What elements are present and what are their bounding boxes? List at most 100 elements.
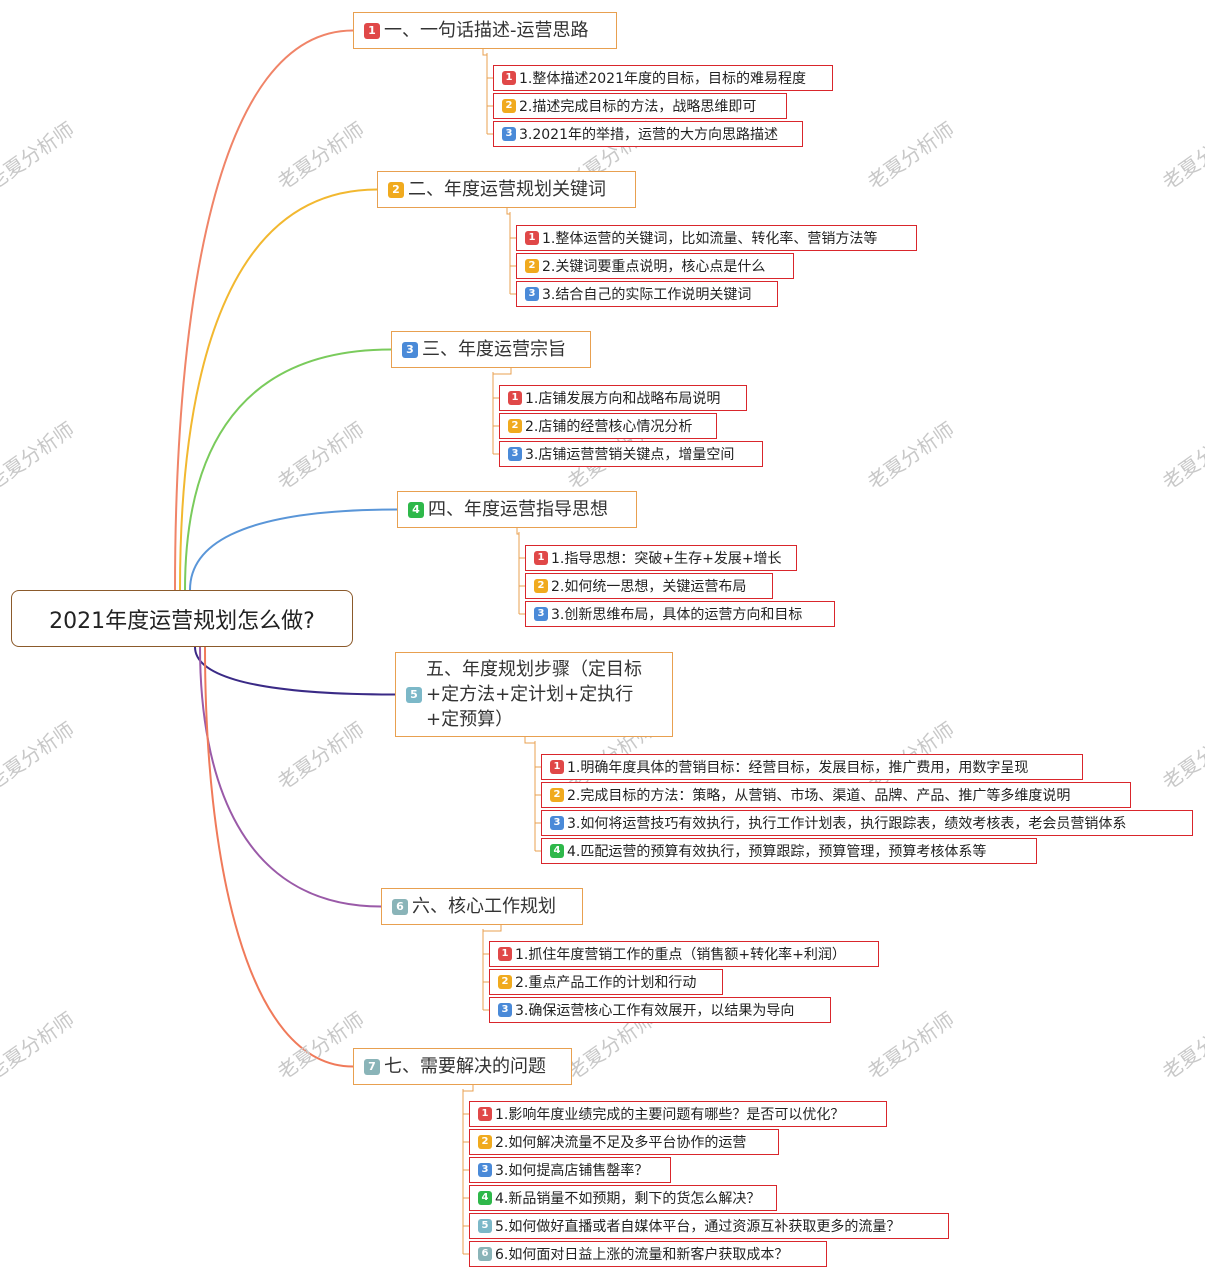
priority-badge: 1: [498, 947, 512, 961]
subtopic-label: 2.完成目标的方法：策略，从营销、市场、渠道、品牌、产品、推广等多维度说明: [567, 788, 1071, 804]
subtopic-label: 3.2021年的举措，运营的大方向思路描述: [519, 127, 778, 143]
sub-connector: [506, 208, 510, 215]
branch-connector: [194, 646, 396, 696]
priority-badge: 2: [388, 181, 404, 198]
subtopic-label: 1.影响年度业绩完成的主要问题有哪些？是否可以优化？: [495, 1107, 845, 1123]
priority-badge: 4: [408, 501, 424, 518]
priority-badge: 2: [502, 99, 516, 113]
subtopic-label: 1.指导思想：突破+生存+发展+增长: [551, 551, 782, 567]
priority-badge: 2: [534, 579, 548, 593]
central-topic[interactable]: 2021年度运营规划怎么做?: [11, 590, 353, 647]
sub-connector: [483, 925, 502, 932]
branch-connector: [204, 646, 354, 1068]
subtopic-label: 6.如何面对日益上涨的流量和新客户获取成本？: [495, 1247, 789, 1263]
subtopic-label: 3.店铺运营营销关键点，增量空间: [525, 447, 735, 463]
subtopic-label: 2.如何解决流量不足及多平台协作的运营: [495, 1135, 747, 1151]
subtopic-label: 1.抓住年度营销工作的重点（销售额+转化率+利润）: [515, 947, 846, 963]
branch-connector: [199, 646, 382, 908]
priority-badge: 3: [508, 447, 522, 461]
priority-badge: 3: [498, 1003, 512, 1017]
topic-label: 一、一句话描述-运营思路: [384, 20, 589, 41]
subtopic-label: 3.确保运营核心工作有效展开，以结果为导向: [515, 1003, 795, 1019]
branch-connector: [184, 348, 392, 591]
sub-connector: [493, 368, 512, 375]
priority-badge: 2: [508, 419, 522, 433]
topic-label: 五、年度规划步骤（定目标+定方法+定计划+定执行+定预算）: [426, 659, 642, 730]
subtopic-label: 1.店铺发展方向和战略布局说明: [525, 391, 721, 407]
subtopic-label: 3.创新思维布局，具体的运营方向和目标: [551, 607, 803, 623]
topic-label: 四、年度运营指导思想: [428, 499, 608, 520]
subtopic-label: 2.描述完成目标的方法，战略思维即可: [519, 99, 757, 115]
sub-connector: [524, 737, 535, 744]
branch-connector: [189, 508, 398, 591]
priority-badge: 1: [478, 1107, 492, 1121]
sub-connector: [463, 1085, 474, 1092]
subtopic-label: 3.结合自己的实际工作说明关键词: [542, 287, 752, 303]
topic-label: 七、需要解决的问题: [384, 1056, 546, 1077]
subtopic-label: 2.如何统一思想，关键运营布局: [551, 579, 747, 595]
subtopic-label: 1.明确年度具体的营销目标：经营目标，发展目标，推广费用，用数字呈现: [567, 760, 1029, 776]
priority-badge: 5: [406, 686, 422, 703]
priority-badge: 3: [525, 287, 539, 301]
subtopic-label: 2.关键词要重点说明，核心点是什么: [542, 259, 766, 275]
topic-label: 三、年度运营宗旨: [422, 339, 566, 360]
priority-badge: 3: [402, 341, 418, 358]
priority-badge: 2: [478, 1135, 492, 1149]
subtopic-label: 1.整体运营的关键词，比如流量、转化率、营销方法等: [542, 231, 878, 247]
branch-connector: [179, 188, 378, 591]
priority-badge: 1: [364, 22, 380, 39]
priority-badge: 7: [364, 1058, 380, 1075]
subtopic-label: 4.新品销量不如预期，剩下的货怎么解决？: [495, 1191, 761, 1207]
subtopic-label: 5.如何做好直播或者自媒体平台，通过资源互补获取更多的流量？: [495, 1219, 901, 1235]
priority-badge: 3: [550, 816, 564, 830]
subtopic-label: 3.如何提高店铺售罄率？: [495, 1163, 649, 1179]
priority-badge: 2: [525, 259, 539, 273]
branch-connector: [174, 29, 354, 591]
subtopic-label: 1.整体描述2021年度的目标，目标的难易程度: [519, 71, 806, 87]
priority-badge: 1: [525, 231, 539, 245]
sub-connector: [516, 528, 519, 535]
priority-badge: 1: [508, 391, 522, 405]
priority-badge: 2: [550, 788, 564, 802]
subtopic-label: 3.如何将运营技巧有效执行，执行工作计划表，执行跟踪表，绩效考核表，老会员营销体…: [567, 816, 1127, 832]
subtopic-label: 2.重点产品工作的计划和行动: [515, 975, 697, 991]
priority-badge: 1: [550, 760, 564, 774]
priority-badge: 6: [392, 898, 408, 915]
priority-badge: 5: [478, 1219, 492, 1233]
priority-badge: 3: [534, 607, 548, 621]
